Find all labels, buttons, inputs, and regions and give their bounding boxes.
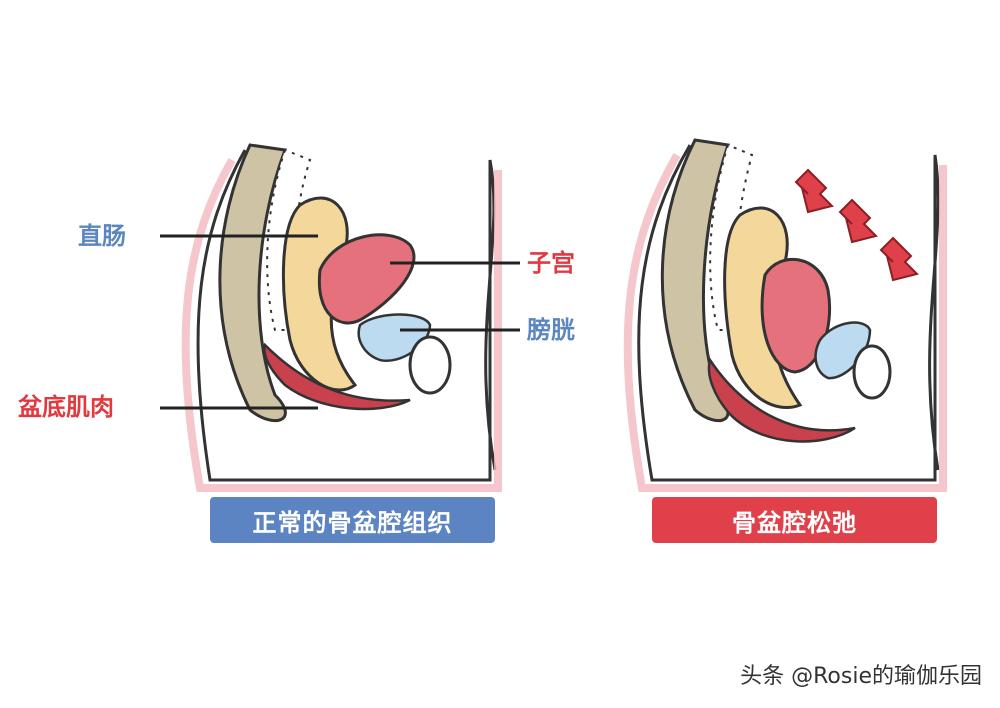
label-uterus: 子宫 [527, 249, 575, 277]
normal-body-outline [196, 149, 497, 482]
relaxed-pelvis-illustration [623, 138, 947, 492]
label-bladder: 膀胱 [527, 316, 575, 344]
pressure-arrow-icon [838, 198, 878, 244]
normal-uterus [317, 233, 416, 325]
relaxed-body-outline [637, 144, 940, 482]
caption-normal: 正常的骨盆腔组织 [210, 497, 495, 543]
relaxed-pubic-bone [852, 344, 892, 400]
normal-skin-layer [181, 158, 502, 492]
normal-spine [218, 143, 288, 423]
label-rectum: 直肠 [78, 222, 126, 250]
relaxed-pelvic-floor-muscle [707, 357, 856, 443]
relaxed-skin-layer [623, 153, 947, 492]
pressure-arrows [794, 168, 919, 282]
label-pelvic-floor: 盆底肌肉 [18, 393, 114, 421]
normal-pubic-bone [408, 335, 452, 395]
relaxed-spine [660, 138, 730, 423]
watermark: 头条 @Rosie的瑜伽乐园 [740, 664, 982, 689]
normal-pelvic-floor-muscle [263, 342, 411, 411]
pressure-arrow-icon [879, 236, 919, 282]
normal-pelvis-illustration [160, 143, 520, 492]
pressure-arrow-icon [794, 168, 834, 214]
caption-relaxed: 骨盆腔松弛 [652, 497, 937, 543]
